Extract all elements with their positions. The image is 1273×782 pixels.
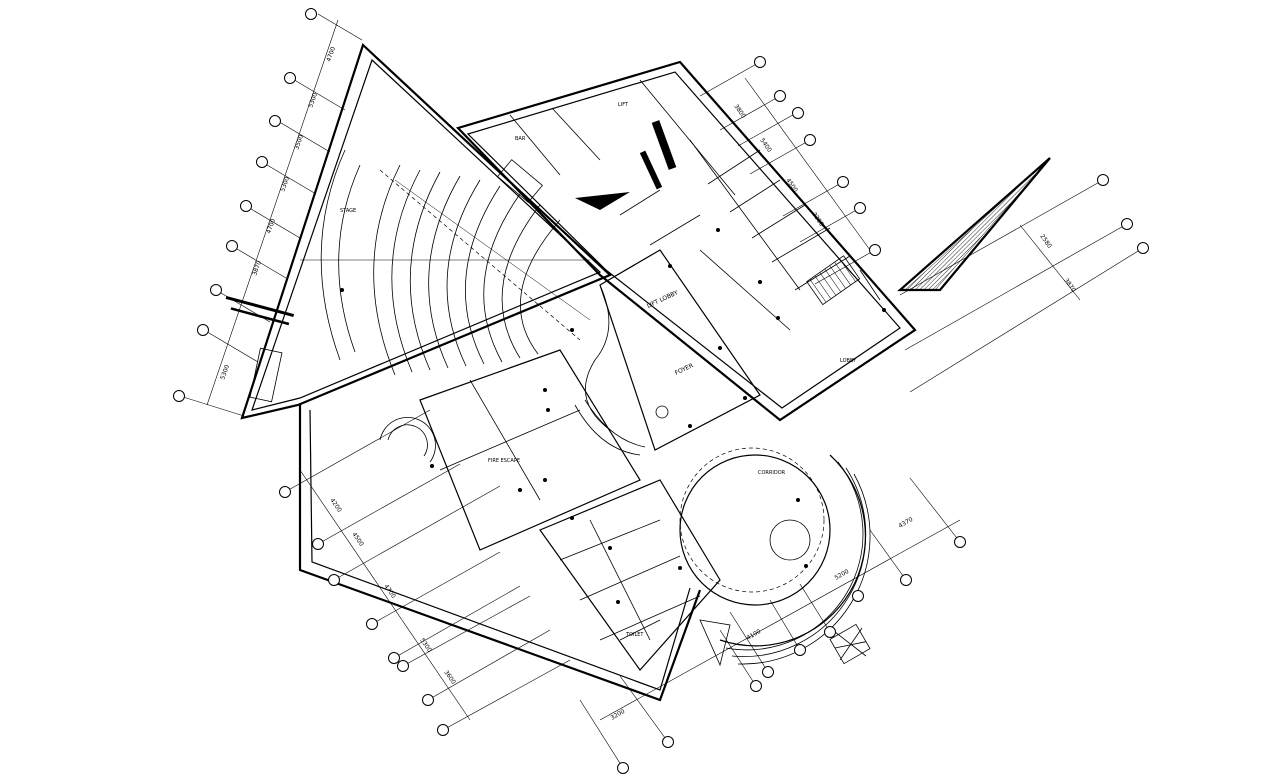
dim-label: 5300	[279, 176, 291, 193]
outer-walls	[240, 43, 1051, 702]
room-labels: LIFT LOBBY STAGE FOYER LOBBY LIFT BAR FI…	[340, 102, 857, 638]
dim-label: 5300	[418, 637, 433, 654]
auditorium-seating	[300, 149, 591, 376]
room-label: LIFT LOBBY	[646, 289, 680, 310]
room-label: LOBBY	[840, 358, 857, 364]
dim-label: 3600	[442, 669, 457, 686]
grid-bubbles	[173, 8, 1149, 774]
round-tower	[679, 447, 871, 665]
room-label: BAR	[515, 136, 526, 142]
dim-label: 5400	[758, 137, 773, 154]
lift-box	[829, 623, 871, 665]
dim-label: 3200	[610, 708, 627, 722]
lower-wing	[419, 349, 721, 671]
dim-label: 4100	[746, 628, 763, 642]
room-label: STAGE	[340, 208, 356, 214]
room-label: LIFT	[618, 102, 629, 108]
room-label: FOYER	[674, 362, 695, 377]
dim-label: 4700	[265, 218, 277, 235]
room-partitions	[509, 79, 881, 331]
central-lobby	[574, 249, 761, 456]
dim-label: 5300	[219, 364, 231, 381]
dim-label: 4370	[898, 516, 915, 530]
dim-label: 5300	[307, 92, 319, 109]
dim-label: 4200	[328, 497, 343, 514]
dim-label: 4500	[784, 177, 799, 194]
dim-label: 3870	[1062, 277, 1077, 294]
dim-label: 2580	[1038, 233, 1053, 250]
room-label: FIRE ESCAPE	[488, 458, 520, 464]
hatch-elements	[225, 120, 1051, 326]
stairs	[249, 159, 861, 667]
room-label: TOILET	[625, 632, 644, 638]
room-label: CORRIDOR	[758, 470, 786, 476]
dim-label: 3870	[251, 260, 263, 277]
dim-label: 4700	[325, 46, 337, 63]
dim-label: 3500	[293, 134, 305, 151]
column-markers	[340, 228, 886, 604]
grid-lines	[179, 13, 1144, 769]
dim-label: 4700	[382, 583, 397, 600]
dim-label: 5200	[834, 568, 851, 582]
dim-label: 3800	[732, 103, 747, 120]
dim-label: 4500	[350, 531, 365, 548]
